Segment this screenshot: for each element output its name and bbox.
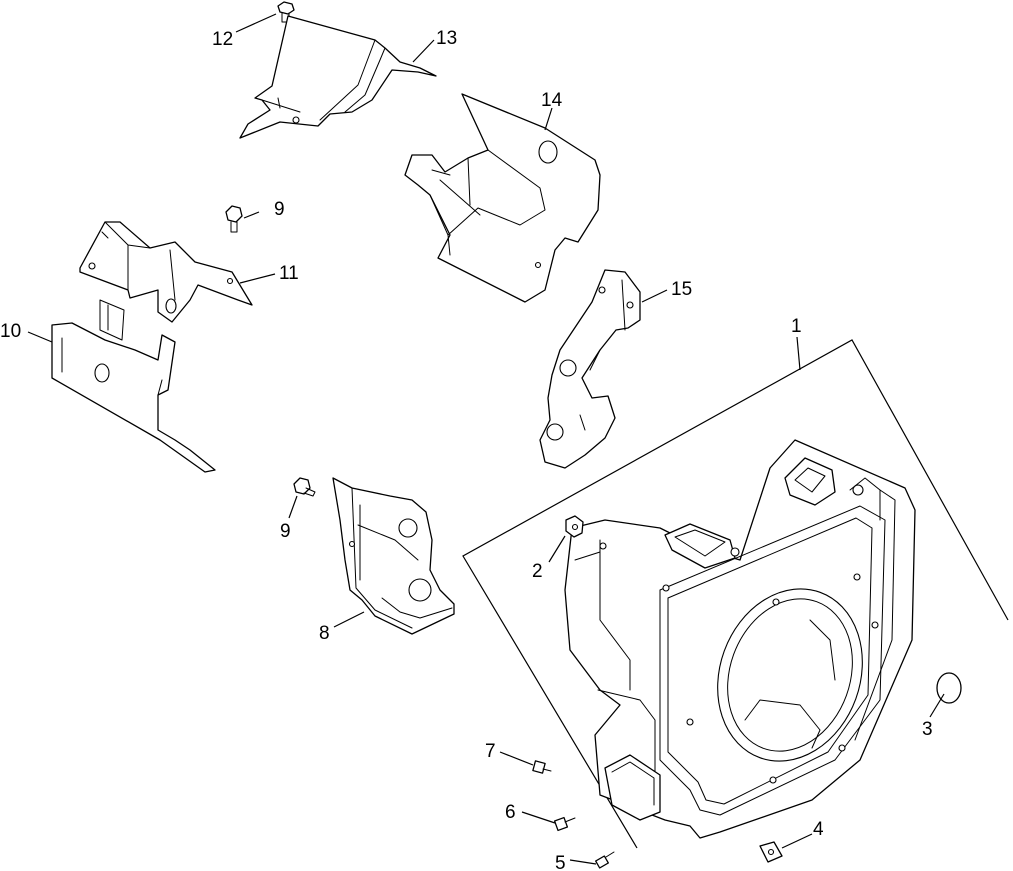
callout-1: 1 (791, 316, 802, 337)
leader-1 (796, 336, 801, 371)
leader-15 (641, 289, 668, 303)
part-4-clip (759, 841, 783, 863)
callout-4: 4 (813, 819, 824, 840)
part-9-screw-lower (293, 477, 316, 497)
leader-4 (781, 833, 813, 849)
callout-9-lower: 9 (280, 521, 291, 542)
leader-lines (27, 13, 945, 865)
part-14-duct (404, 93, 601, 303)
callout-2: 2 (532, 561, 543, 582)
part-1-blower-housing (462, 339, 1009, 849)
part-2-nut (565, 515, 584, 538)
part-10-shroud (51, 299, 216, 473)
callout-5: 5 (555, 853, 566, 871)
callout-10: 10 (0, 321, 21, 342)
leader-9a (243, 211, 260, 219)
leader-9b (288, 495, 298, 519)
callout-12: 12 (212, 29, 233, 50)
leader-14 (544, 107, 553, 131)
callout-13: 13 (436, 28, 457, 49)
callout-6: 6 (505, 802, 516, 823)
leader-7 (499, 751, 534, 766)
callout-11: 11 (279, 263, 299, 284)
part-15-bracket (539, 269, 641, 469)
part-6-screw (553, 816, 576, 832)
callout-9-upper: 9 (274, 199, 285, 220)
callout-7: 7 (485, 741, 496, 762)
leader-3 (929, 693, 945, 718)
callout-3: 3 (922, 719, 933, 740)
leader-8 (333, 611, 365, 628)
leader-2 (548, 535, 566, 563)
part-7-screw (532, 760, 552, 774)
callout-15: 15 (671, 279, 692, 300)
callout-14: 14 (541, 90, 563, 111)
leader-6 (521, 811, 556, 824)
leader-12 (235, 13, 277, 33)
leader-13 (412, 39, 435, 63)
part-8-bracket (332, 477, 455, 635)
leader-5 (569, 859, 597, 865)
callout-8: 8 (319, 623, 330, 644)
part-9-screw-upper (225, 205, 243, 233)
part-11-shroud (79, 221, 253, 323)
leader-11 (239, 273, 276, 284)
part-13-shroud (239, 15, 437, 139)
leader-10 (27, 331, 53, 343)
part-5-screw (595, 851, 615, 869)
callout-labels: 1 2 3 4 5 6 7 8 9 9 10 11 12 13 14 15 (0, 28, 933, 871)
